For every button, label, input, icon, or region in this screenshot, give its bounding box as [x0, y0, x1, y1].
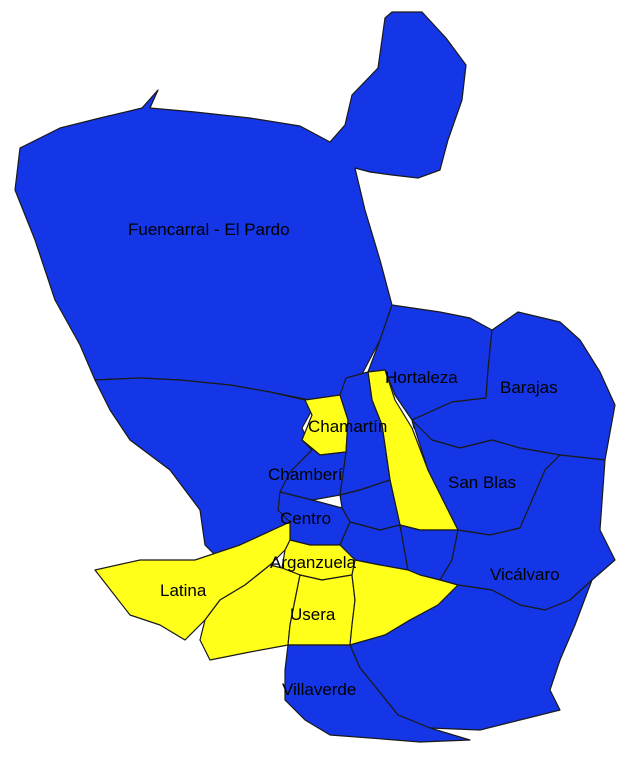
label-centro: Centro	[280, 509, 331, 528]
label-chamartin: Chamartín	[308, 417, 387, 436]
label-san-blas: San Blas	[448, 473, 516, 492]
label-fuencarral: Fuencarral - El Pardo	[128, 220, 290, 239]
label-usera: Usera	[290, 605, 336, 624]
label-villaverde: Villaverde	[282, 680, 356, 699]
district-villaverde[interactable]	[284, 644, 471, 743]
label-latina: Latina	[160, 581, 207, 600]
label-arganzuela: Arganzuela	[270, 553, 357, 572]
label-chamberi: Chamberí	[268, 465, 343, 484]
label-vicalvaro: Vicálvaro	[490, 565, 560, 584]
label-hortaleza: Hortaleza	[385, 368, 458, 387]
label-barajas: Barajas	[500, 378, 558, 397]
